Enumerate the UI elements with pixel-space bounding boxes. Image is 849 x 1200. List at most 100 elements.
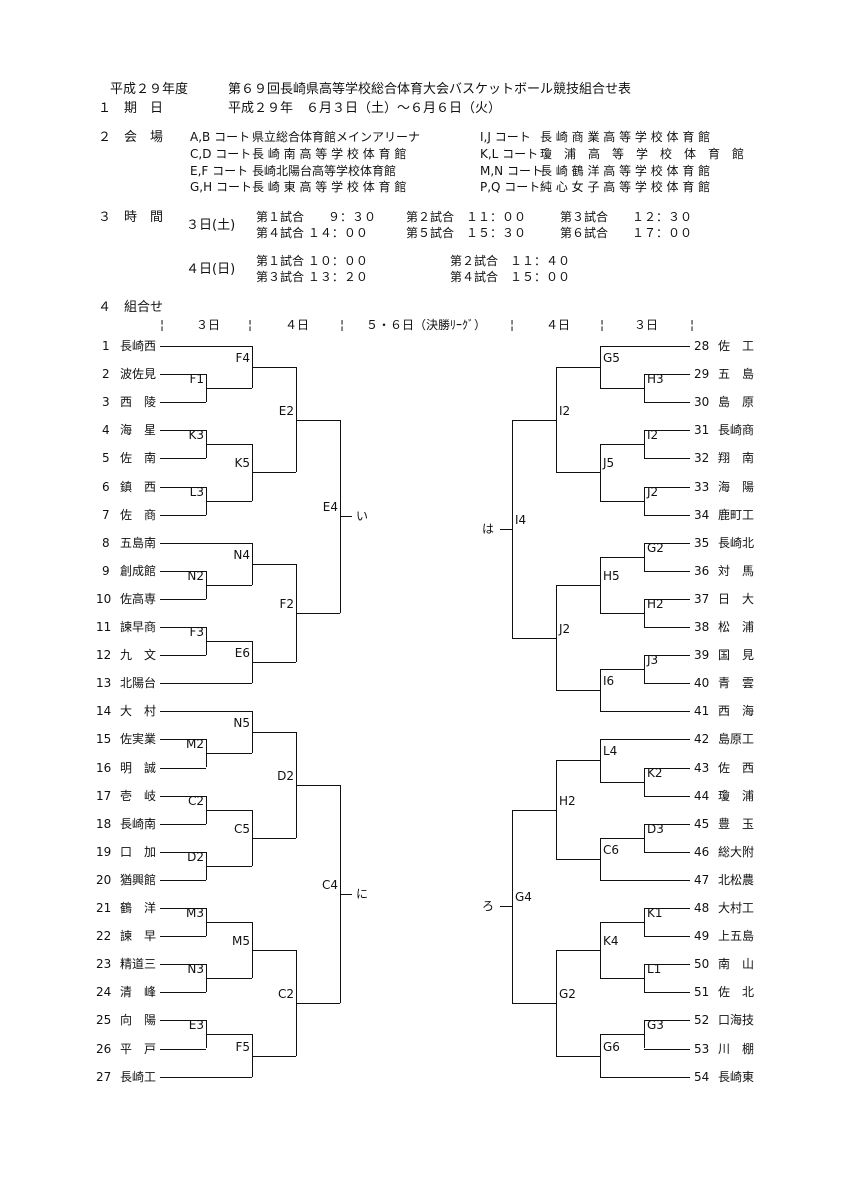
bracket-line [296,419,340,421]
bracket-line [644,1048,690,1050]
team-name: 北陽台 [120,676,157,691]
match-code: I4 [515,512,527,527]
team-number: 39 [694,648,710,663]
day4-slot-3: 第３試合 １３：２０ [256,270,368,284]
bracket-line [296,612,340,614]
match-code: H3 [647,372,664,387]
team-number: 6 [102,479,110,494]
bracket-line [644,908,690,909]
team-name: 九 文 [120,648,157,663]
header-year: 平成２９年度 [110,82,189,97]
bracket-line [206,444,252,446]
match-code: I2 [559,403,571,418]
team-name: 長崎東 [718,1069,755,1084]
bracket-line [206,584,252,586]
bracket-line [644,598,690,600]
match-code: H2 [647,596,664,611]
team-number: 27 [96,1069,112,1084]
match-code: G3 [647,1018,664,1033]
match-code: D2 [187,849,204,864]
day4-slot-2: 第２試合 １１：４０ [450,254,571,268]
bracket-line [600,1034,601,1077]
bracket-line [160,514,206,516]
team-number: 1 [102,339,110,353]
bracket-line [556,584,600,586]
bracket-line [160,992,206,994]
bracket-line [644,992,690,994]
bracket-line [644,823,645,852]
team-name: 明 誠 [120,760,157,775]
team-name: 北松農 [718,872,755,887]
bracket-line [644,402,690,404]
day3-slot-1: 第１試合 ９：３０ [256,210,377,224]
venue-place: 純 心 女 子 高 等 学 校 体 育 館 [540,180,711,194]
match-code: C2 [277,986,294,1001]
match-code: K3 [188,428,204,443]
bracket-line [252,472,296,474]
bracket-line [600,669,601,712]
bracket-line [600,978,644,980]
team-number: 29 [694,367,710,382]
team-name: 佐高専 [120,591,157,606]
team-name: 西 陵 [120,395,157,410]
bracket-line [512,809,556,811]
team-number: 12 [96,648,112,663]
match-code: J3 [647,653,659,668]
venue-place: 瓊 浦 高 等 学 校 体 育 館 [540,147,745,161]
bracket-line [160,1020,206,1022]
bracket-line [512,419,513,638]
team-number: 41 [694,704,710,719]
team-name: 長崎工 [120,1069,157,1084]
bracket-line [160,486,206,488]
bracket-line [644,908,645,937]
bracket-line [600,612,644,614]
bracket-line [556,1055,600,1057]
match-code: C2 [187,793,204,808]
bracket-line [556,760,557,859]
match-code: N3 [187,962,204,977]
team-number: 40 [694,676,710,691]
bracket-line [644,767,645,796]
team-number: 21 [96,901,112,915]
bracket-line [252,662,296,664]
team-number: 43 [694,760,710,775]
team-number: 35 [694,535,710,550]
bracket-line [206,641,252,643]
team-name: 川 棚 [718,1041,755,1056]
team-number: 42 [694,732,710,747]
bracket-line [644,374,645,403]
day3-slot-4: 第４試合 １４：００ [256,226,368,240]
venue-courts: C,D コート [190,147,252,161]
bracket-line [512,1002,556,1004]
team-number: 33 [694,479,710,494]
match-code: F2 [279,596,294,611]
venue-place: 長 崎 鶴 洋 高 等 学 校 体 育 館 [540,164,711,178]
team-name: 清 峰 [120,985,157,1000]
bracket-line [556,367,557,473]
team-number: 11 [96,620,112,634]
team-number: 31 [694,423,710,438]
team-name: 島 原 [718,395,755,410]
divider: ¦ [160,318,165,332]
match-code: M2 [186,737,204,752]
match-code: H5 [603,568,620,583]
period-value: 平成２９年 ６月３日（土）～６月６日（火） [228,101,502,116]
team-number: 52 [694,1013,710,1028]
bracket-line [600,346,601,389]
bracket-line [252,563,296,565]
day4-slot-1: 第１試合 １０：００ [256,254,368,268]
team-number: 14 [96,704,112,719]
bracket-line [644,627,690,628]
bracket-line [340,893,352,895]
bracket-line [600,556,601,613]
venue-courts: M,N コート [480,164,543,178]
bracket-line [600,837,644,839]
bracket-line [600,837,601,880]
bracket-line [644,655,690,657]
bracket-line [512,419,556,421]
bracket-line [644,795,690,797]
bracket-line [160,430,206,432]
period-label: １ 期 日 [98,101,164,116]
bracket-line [206,500,252,502]
team-name: 長崎南 [120,816,157,831]
